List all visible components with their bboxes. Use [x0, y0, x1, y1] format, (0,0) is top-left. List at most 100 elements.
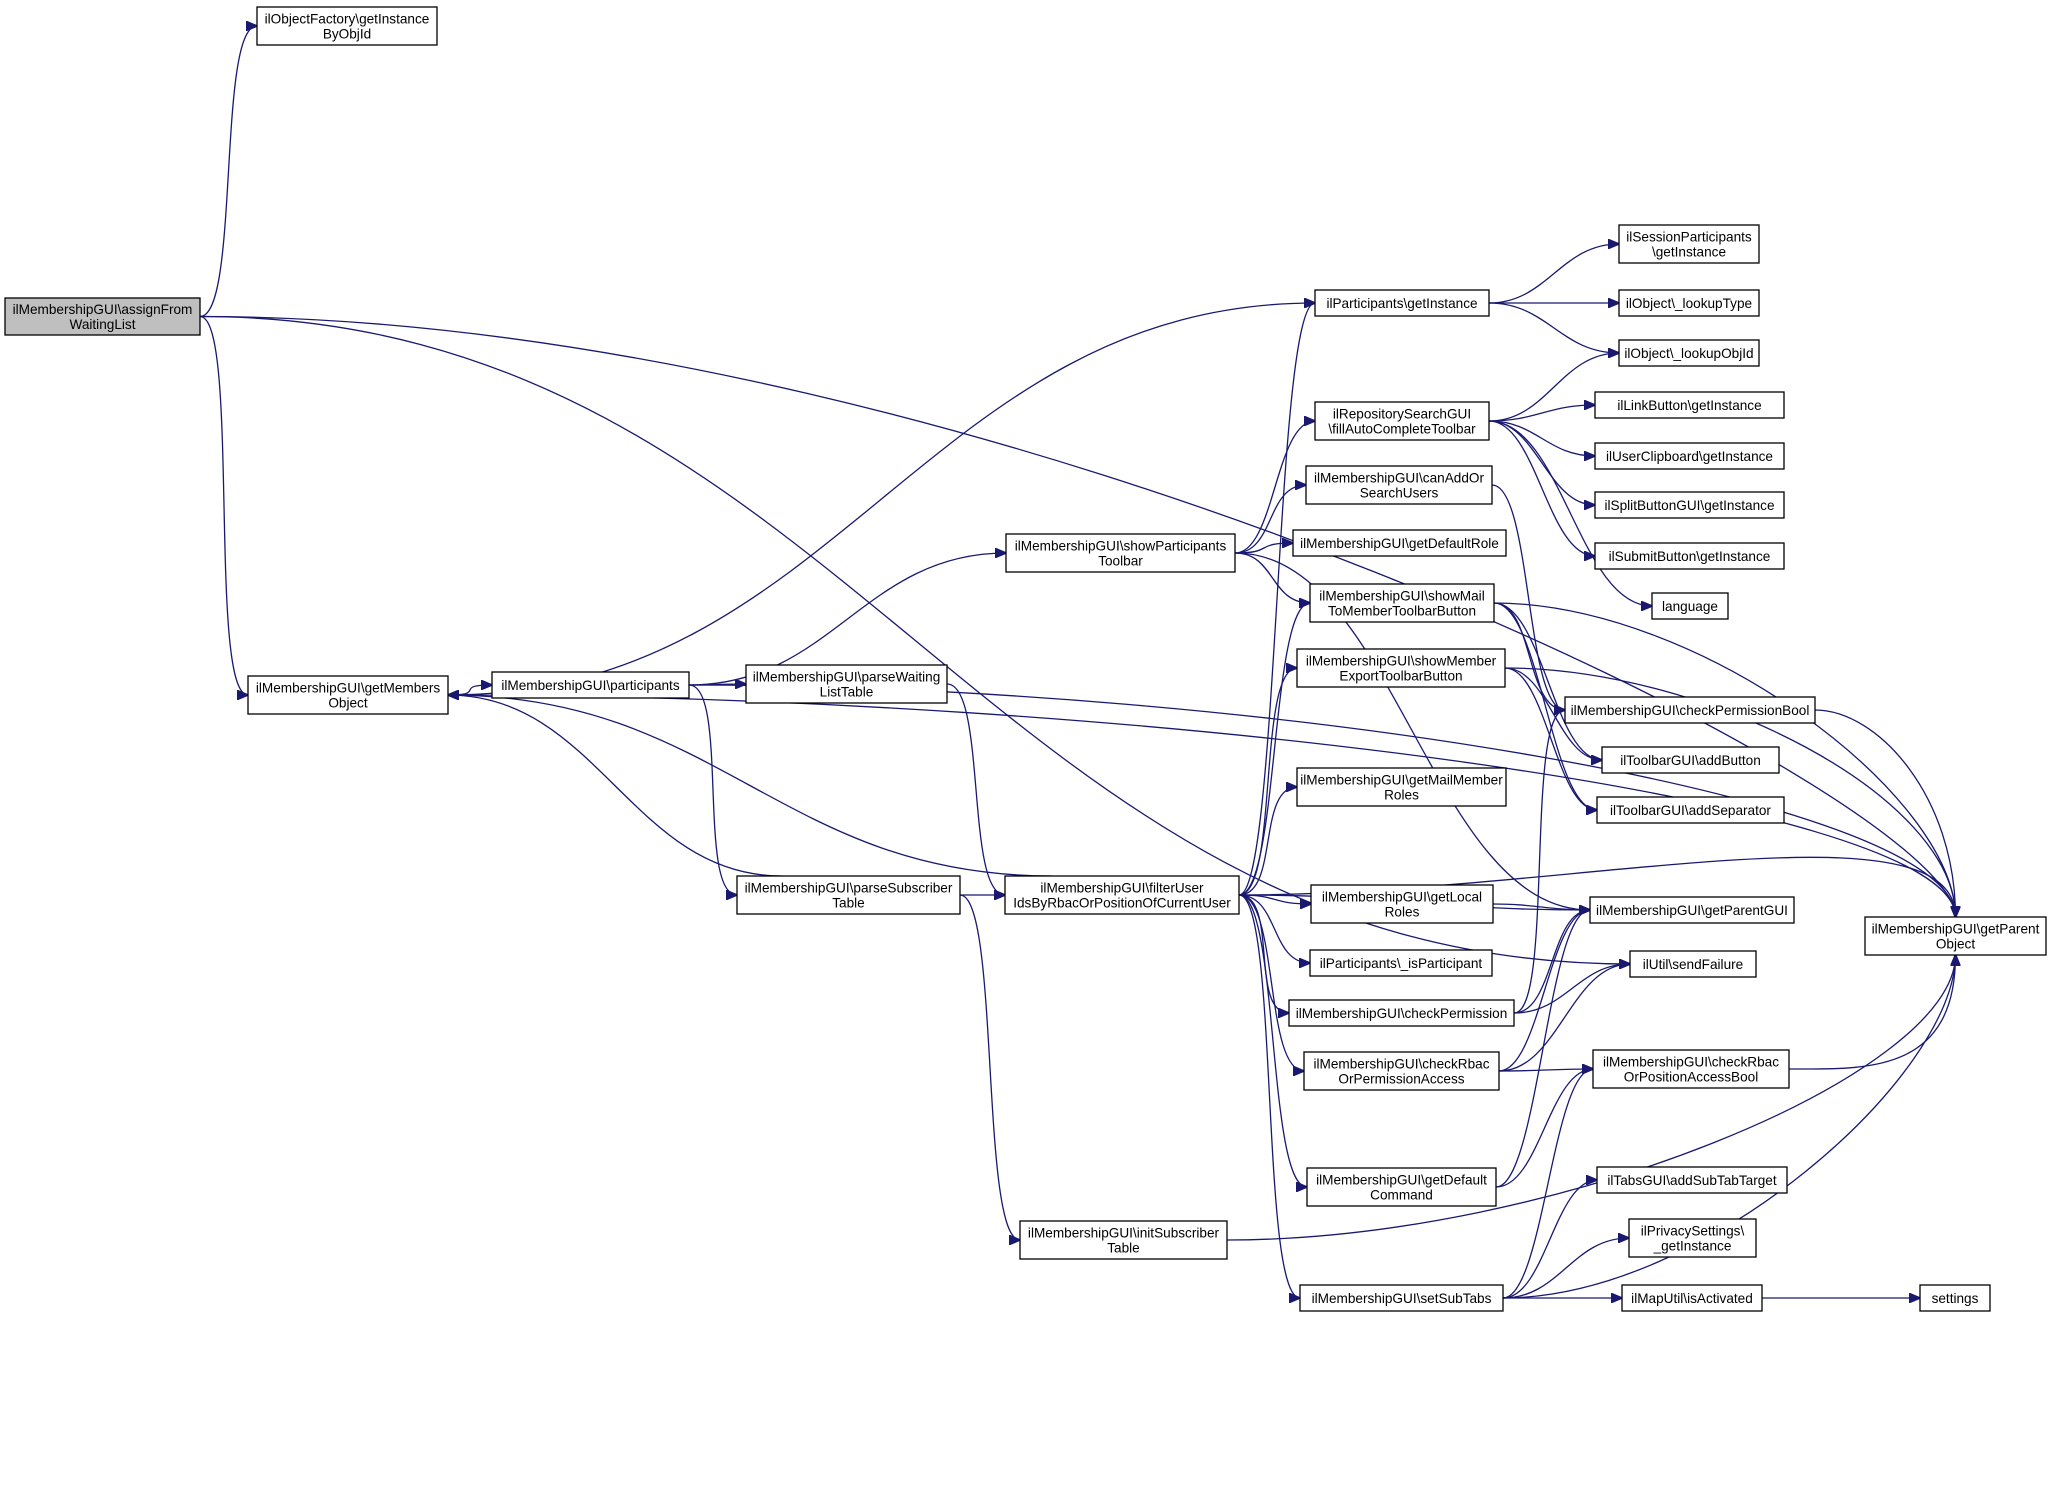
- node-box[interactable]: [1592, 1049, 1790, 1089]
- node-box[interactable]: [1594, 542, 1785, 570]
- node-ilmembershipgui-getdefaultrole[interactable]: ilMembershipGUI\getDefaultRole: [1292, 529, 1507, 557]
- node-box[interactable]: [1594, 391, 1785, 419]
- node-ilmembershipgui-setsubtabs[interactable]: ilMembershipGUI\setSubTabs: [1299, 1284, 1504, 1312]
- node-box[interactable]: [247, 675, 449, 715]
- node-box[interactable]: [491, 671, 690, 699]
- edge-n0-to-n2: [199, 315, 1956, 918]
- node-label-line: ilMembershipGUI\participants: [501, 678, 679, 693]
- node-label-line: ilMembershipGUI\checkPermissionBool: [1571, 703, 1810, 718]
- node-box[interactable]: [1596, 796, 1785, 824]
- node-label-line: ilSessionParticipants: [1626, 230, 1752, 245]
- node-box[interactable]: [1618, 224, 1760, 264]
- node-box[interactable]: [1919, 1284, 1991, 1312]
- edge-n19-to-n2: [1504, 667, 1956, 917]
- node-ilprivacysettings-getinstance[interactable]: ilPrivacySettings\_getInstance: [1628, 1218, 1757, 1258]
- node-box[interactable]: [1314, 289, 1490, 317]
- node-label-line: IdsByRbacOrPositionOfCurrentUser: [1013, 896, 1231, 911]
- node-ilmaputil-isactivated[interactable]: ilMapUtil\isActivated: [1621, 1284, 1763, 1312]
- node-box[interactable]: [1594, 491, 1785, 519]
- node-ilrepositorysearchgui-fillautocompletetoolbar[interactable]: ilRepositorySearchGUI\fillAutoCompleteTo…: [1314, 401, 1490, 441]
- node-label-line: ilMembershipGUI\checkPermission: [1296, 1006, 1508, 1021]
- node-box[interactable]: [1296, 648, 1506, 688]
- node-box[interactable]: [1596, 1166, 1788, 1194]
- node-box[interactable]: [1292, 529, 1507, 557]
- node-iltoolbargui-addseparator[interactable]: ilToolbarGUI\addSeparator: [1596, 796, 1785, 824]
- node-ilmembershipgui-participants[interactable]: ilMembershipGUI\participants: [491, 671, 690, 699]
- node-illinkbutton-getinstance[interactable]: ilLinkButton\getInstance: [1594, 391, 1785, 419]
- node-ilmembershipgui-showmailtomembertoolbarbutton[interactable]: ilMembershipGUI\showMailToMemberToolbarB…: [1309, 583, 1495, 623]
- node-box[interactable]: [1618, 339, 1760, 367]
- node-box[interactable]: [256, 6, 438, 46]
- node-box[interactable]: [736, 875, 961, 915]
- node-ilobject-lookuptype[interactable]: ilObject\_lookupType: [1618, 289, 1760, 317]
- node-language[interactable]: language: [1651, 592, 1729, 620]
- node-box[interactable]: [1309, 949, 1493, 977]
- node-box[interactable]: [1651, 592, 1729, 620]
- node-box[interactable]: [745, 664, 948, 704]
- node-box[interactable]: [1621, 1284, 1763, 1312]
- node-box[interactable]: [1310, 884, 1494, 924]
- node-box[interactable]: [1005, 533, 1236, 573]
- node-box[interactable]: [1296, 767, 1507, 807]
- node-label-line: ilObject\_lookupObjId: [1624, 346, 1753, 361]
- node-box[interactable]: [1589, 896, 1795, 924]
- node-box[interactable]: [1314, 401, 1490, 441]
- node-box[interactable]: [1019, 1220, 1228, 1260]
- node-ilmembershipgui-filteruseridsbyrbacorpositionofcurrentuser[interactable]: ilMembershipGUI\filterUserIdsByRbacOrPos…: [1004, 875, 1240, 915]
- node-box[interactable]: [1628, 1218, 1757, 1258]
- node-ilparticipants-isparticipant[interactable]: ilParticipants\_isParticipant: [1309, 949, 1493, 977]
- node-label-line: ilMapUtil\isActivated: [1631, 1291, 1753, 1306]
- node-label-line: ilUtil\sendFailure: [1643, 957, 1743, 972]
- node-box[interactable]: [1305, 465, 1493, 505]
- node-ilsessionparticipants-getinstance[interactable]: ilSessionParticipants\getInstance: [1618, 224, 1760, 264]
- node-iluserclipboard-getinstance[interactable]: ilUserClipboard\getInstance: [1594, 442, 1785, 470]
- node-box[interactable]: [1303, 1051, 1500, 1091]
- node-label-line: ListTable: [820, 685, 874, 700]
- node-settings[interactable]: settings: [1919, 1284, 1991, 1312]
- node-box[interactable]: [1309, 583, 1495, 623]
- node-box[interactable]: [1618, 289, 1760, 317]
- node-label-line: ilRepositorySearchGUI: [1333, 407, 1471, 422]
- node-ilmembershipgui-checkpermission[interactable]: ilMembershipGUI\checkPermission: [1288, 999, 1515, 1027]
- edge-n10-to-n25: [1238, 894, 1307, 1187]
- node-ilparticipants-getinstance[interactable]: ilParticipants\getInstance: [1314, 289, 1490, 317]
- node-label-line: ilToolbarGUI\addButton: [1620, 753, 1761, 768]
- node-ilobject-lookupobjid[interactable]: ilObject\_lookupObjId: [1618, 339, 1760, 367]
- node-iltoolbargui-addbutton[interactable]: ilToolbarGUI\addButton: [1601, 746, 1780, 774]
- node-box[interactable]: [1594, 442, 1785, 470]
- node-box[interactable]: [4, 297, 201, 336]
- node-ilutil-sendfailure[interactable]: ilUtil\sendFailure: [1629, 950, 1757, 978]
- node-ilmembershipgui-checkpermissionbool[interactable]: ilMembershipGUI\checkPermissionBool: [1564, 696, 1816, 724]
- node-box[interactable]: [1864, 916, 2047, 956]
- node-box[interactable]: [1601, 746, 1780, 774]
- node-box[interactable]: [1629, 950, 1757, 978]
- node-ilmembershipgui-checkrbacorpermissionaccess[interactable]: ilMembershipGUI\checkRbacOrPermissionAcc…: [1303, 1051, 1500, 1091]
- node-ilsubmitbutton-getinstance[interactable]: ilSubmitButton\getInstance: [1594, 542, 1785, 570]
- edge-n15-to-n31: [1488, 420, 1652, 606]
- node-box[interactable]: [1288, 999, 1515, 1027]
- edge-n9-to-n18: [1234, 552, 1310, 603]
- node-ilsplitbuttongui-getinstance[interactable]: ilSplitButtonGUI\getInstance: [1594, 491, 1785, 519]
- node-ilmembershipgui-getparentgui[interactable]: ilMembershipGUI\getParentGUI: [1589, 896, 1795, 924]
- node-ilmembershipgui-checkrbacorpositionaccessbool[interactable]: ilMembershipGUI\checkRbacOrPositionAcces…: [1592, 1049, 1790, 1089]
- node-ilmembershipgui-showmemberexporttoolbarbutton[interactable]: ilMembershipGUI\showMemberExportToolbarB…: [1296, 648, 1506, 688]
- node-label-line: ilTabsGUI\addSubTabTarget: [1607, 1173, 1776, 1188]
- node-label-line: Object: [328, 696, 368, 711]
- node-box[interactable]: [1306, 1167, 1497, 1207]
- node-iltabsgui-addsubtabtarget[interactable]: ilTabsGUI\addSubTabTarget: [1596, 1166, 1788, 1194]
- node-box[interactable]: [1299, 1284, 1504, 1312]
- node-box[interactable]: [1004, 875, 1240, 915]
- node-box[interactable]: [1564, 696, 1816, 724]
